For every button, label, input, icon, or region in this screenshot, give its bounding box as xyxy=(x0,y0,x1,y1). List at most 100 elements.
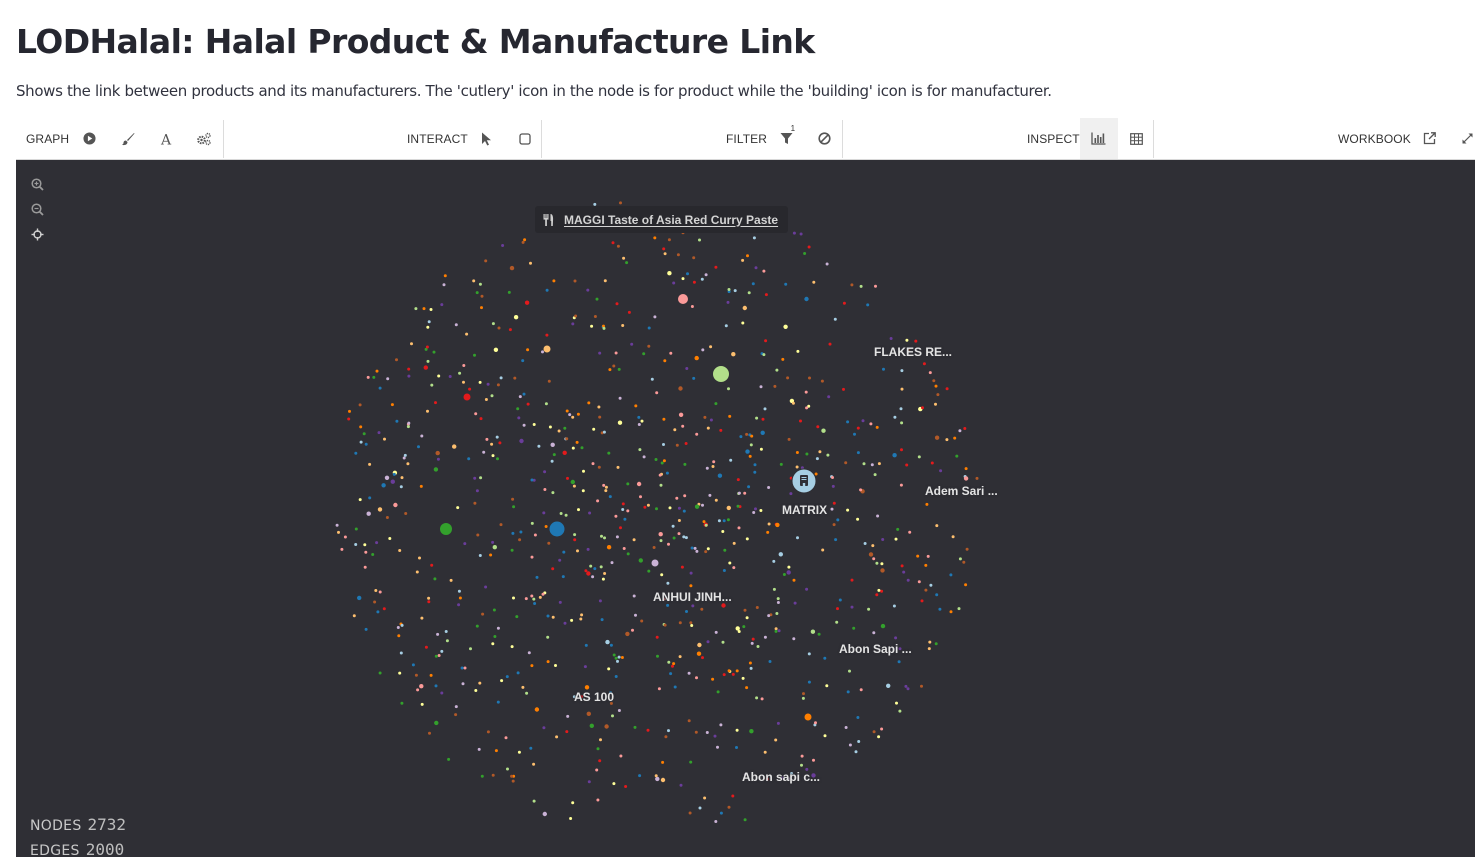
graph-node[interactable] xyxy=(602,326,606,330)
graph-node[interactable] xyxy=(722,673,726,677)
graph-node[interactable] xyxy=(934,642,938,646)
graph-node[interactable] xyxy=(509,265,515,271)
graph-node[interactable] xyxy=(420,434,424,438)
graph-node[interactable] xyxy=(368,462,372,466)
graph-node[interactable] xyxy=(486,382,490,386)
graph-node[interactable] xyxy=(861,419,865,423)
graph-node[interactable] xyxy=(647,344,651,348)
graph-node[interactable] xyxy=(811,773,816,778)
graph-node[interactable] xyxy=(708,493,712,497)
graph-node[interactable] xyxy=(623,517,627,521)
graph-node[interactable] xyxy=(721,603,726,608)
graph-node[interactable] xyxy=(814,472,818,476)
node-label[interactable]: MATRIX xyxy=(782,503,828,517)
graph-node[interactable] xyxy=(874,284,877,288)
graph-node[interactable] xyxy=(807,404,811,408)
graph-node[interactable] xyxy=(799,419,802,423)
graph-node[interactable] xyxy=(463,393,471,401)
graph-node[interactable] xyxy=(478,681,482,685)
graph-node[interactable] xyxy=(532,423,536,426)
graph-node[interactable] xyxy=(547,379,551,383)
graph-node[interactable] xyxy=(792,231,796,235)
graph-node[interactable] xyxy=(677,532,681,536)
graph-node[interactable] xyxy=(704,550,708,554)
graph-node[interactable] xyxy=(348,409,351,413)
graph-node[interactable] xyxy=(639,495,642,499)
graph-node[interactable] xyxy=(640,419,644,423)
graph-node[interactable] xyxy=(638,774,642,778)
graph-node[interactable] xyxy=(537,444,541,448)
graph-node[interactable] xyxy=(834,538,838,542)
graph-node[interactable] xyxy=(905,338,909,342)
data-table-button[interactable] xyxy=(1118,118,1156,159)
graph-node[interactable] xyxy=(515,615,519,619)
graph-node[interactable] xyxy=(634,613,637,617)
graph-node[interactable] xyxy=(530,521,534,525)
graph-node[interactable] xyxy=(482,450,486,454)
pointer-button[interactable] xyxy=(468,118,506,159)
graph-node[interactable] xyxy=(836,607,839,611)
graph-node[interactable] xyxy=(807,245,811,249)
graph-node[interactable] xyxy=(363,565,367,569)
graph-node[interactable] xyxy=(473,501,477,505)
graph-node[interactable] xyxy=(457,589,461,593)
graph-node[interactable] xyxy=(593,315,597,318)
graph-node[interactable] xyxy=(542,811,547,817)
graph-node[interactable] xyxy=(920,684,923,688)
graph-node[interactable] xyxy=(749,666,753,670)
graph-node[interactable] xyxy=(363,543,367,547)
graph-node[interactable] xyxy=(694,730,698,734)
graph-node[interactable] xyxy=(519,530,523,534)
graph-node[interactable] xyxy=(499,376,503,380)
graph-node[interactable] xyxy=(827,395,831,399)
graph-node[interactable] xyxy=(595,768,599,772)
graph-node[interactable] xyxy=(709,345,713,349)
graph-node[interactable] xyxy=(856,451,860,455)
graph-node[interactable] xyxy=(426,359,430,363)
graph-node[interactable] xyxy=(677,519,681,522)
graph-node[interactable] xyxy=(743,608,747,612)
graph-node[interactable] xyxy=(419,684,424,689)
graph-node[interactable] xyxy=(543,470,547,474)
graph-node[interactable] xyxy=(833,317,837,321)
graph-node[interactable] xyxy=(917,580,921,584)
graph-node[interactable] xyxy=(742,625,746,629)
graph-node[interactable] xyxy=(703,415,707,419)
graph-node[interactable] xyxy=(812,280,816,284)
graph-node[interactable] xyxy=(706,426,710,430)
graph-node[interactable] xyxy=(462,364,466,367)
graph-node[interactable] xyxy=(877,735,881,739)
graph-node[interactable] xyxy=(476,533,480,537)
graph-node[interactable] xyxy=(614,351,618,355)
graph-node[interactable] xyxy=(610,561,614,565)
graph-node[interactable] xyxy=(572,484,576,488)
graph-node[interactable] xyxy=(795,465,799,469)
graph-node[interactable] xyxy=(678,386,683,391)
graph-node[interactable] xyxy=(651,559,659,567)
graph-node[interactable] xyxy=(866,303,870,307)
graph-node[interactable] xyxy=(767,486,771,489)
graph-node[interactable] xyxy=(805,406,809,410)
graph-node[interactable] xyxy=(478,282,482,286)
graph-node[interactable] xyxy=(571,322,575,326)
graph-node[interactable] xyxy=(682,535,686,539)
graph-node[interactable] xyxy=(750,434,754,438)
graph-node[interactable] xyxy=(647,569,651,573)
graph-node[interactable] xyxy=(542,511,546,515)
graph-node[interactable] xyxy=(666,581,670,585)
graph-node[interactable] xyxy=(924,563,928,567)
graph-node[interactable] xyxy=(375,541,379,545)
graph-node[interactable] xyxy=(626,552,630,556)
graph-node[interactable] xyxy=(602,430,606,434)
graph-node[interactable] xyxy=(869,422,873,426)
graph-node[interactable] xyxy=(660,461,664,465)
graph-node[interactable] xyxy=(473,353,476,357)
node-label[interactable]: ANHUI JINH... xyxy=(653,590,732,604)
graph-node[interactable] xyxy=(388,537,392,540)
graph-node[interactable] xyxy=(753,470,757,474)
graph-node[interactable] xyxy=(561,575,565,579)
graph-node[interactable] xyxy=(831,484,835,488)
graph-node[interactable] xyxy=(932,379,936,383)
graph-node[interactable] xyxy=(616,659,619,663)
graph-node[interactable] xyxy=(955,454,959,458)
